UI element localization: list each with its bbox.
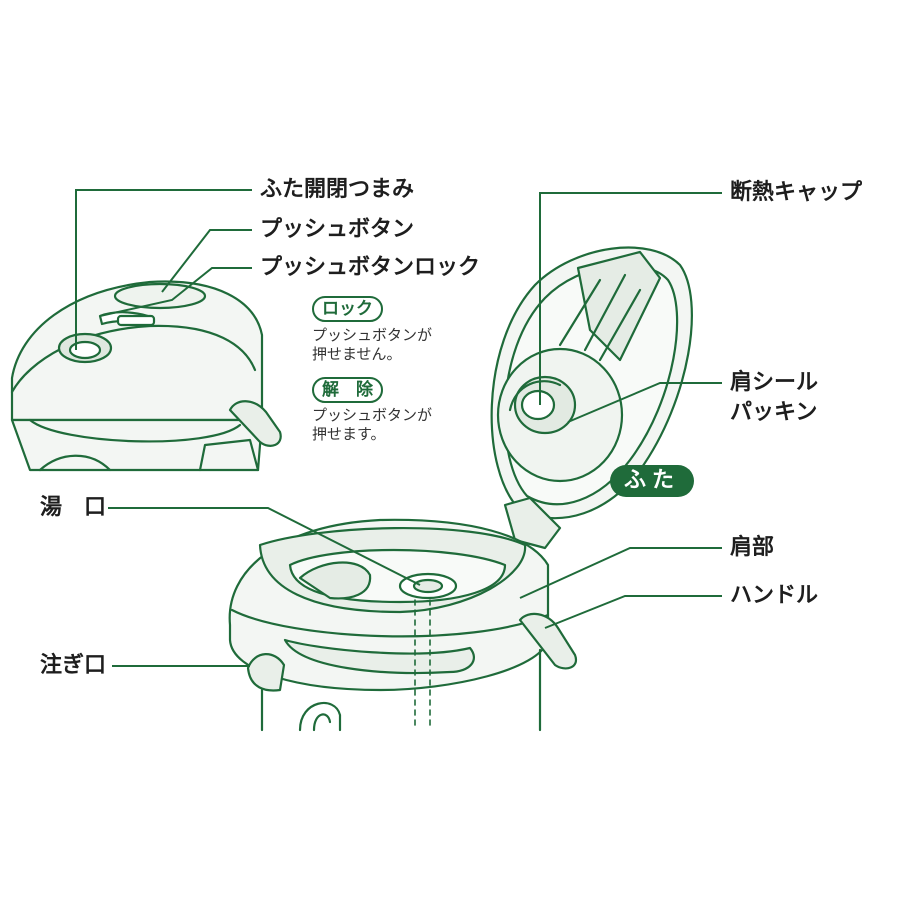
leader-lines bbox=[75, 189, 722, 667]
note-unlock-line2: 押せます。 bbox=[312, 425, 386, 443]
label-spout: 注ぎ口 bbox=[40, 653, 107, 678]
label-handle: ハンドル bbox=[730, 583, 819, 608]
label-push-button-lock: プッシュボタンロック bbox=[260, 255, 481, 280]
body-illustration bbox=[228, 518, 578, 732]
label-lid: ふた bbox=[610, 465, 695, 497]
note-lock-line2: 押せません。 bbox=[312, 345, 402, 363]
label-shoulder: 肩部 bbox=[730, 535, 775, 560]
label-hot-water-port: 湯 口 bbox=[40, 495, 107, 520]
note-unlock-line1: プッシュボタンが bbox=[312, 406, 433, 424]
badge-unlock: 解 除 bbox=[312, 377, 383, 403]
label-shoulder-seal-line1: 肩シール bbox=[730, 370, 819, 395]
lid-closeup-illustration bbox=[10, 280, 282, 472]
note-lock-line1: プッシュボタンが bbox=[312, 326, 433, 344]
label-push-button: プッシュボタン bbox=[260, 217, 415, 242]
badge-lock: ロック bbox=[312, 296, 383, 322]
label-shoulder-seal-line2: パッキン bbox=[730, 400, 818, 425]
open-lid-illustration bbox=[490, 246, 693, 550]
label-futa-knob: ふた開閉つまみ bbox=[260, 177, 415, 202]
label-insulation-cap: 断熱キャップ bbox=[730, 180, 863, 205]
